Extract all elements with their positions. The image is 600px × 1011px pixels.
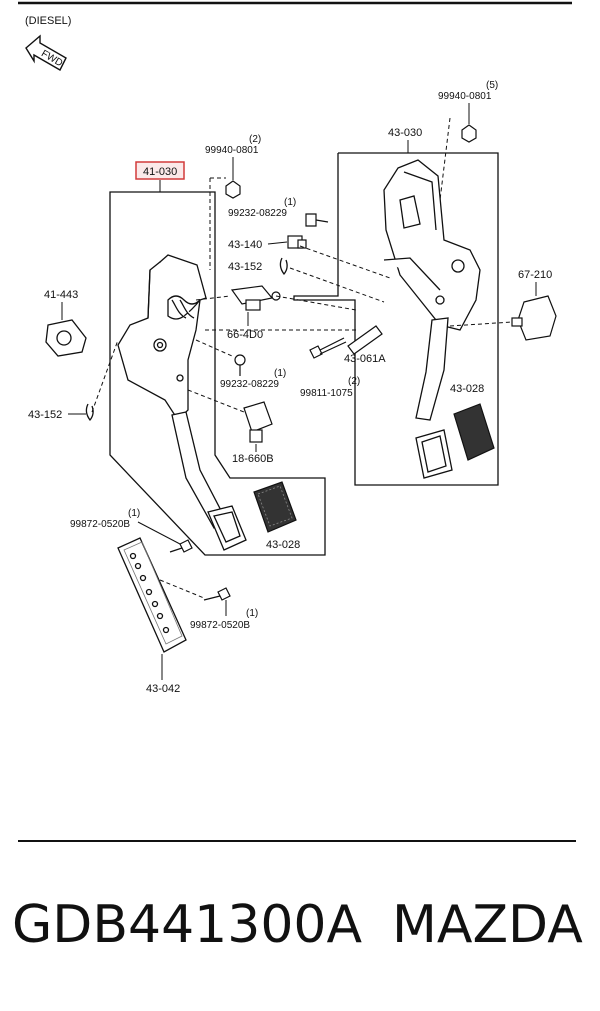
switch-18-660b — [243, 401, 273, 443]
qty-b1: (1) — [128, 508, 140, 519]
label-41-443: 41-443 — [44, 289, 78, 301]
brake-pedal-arm — [415, 317, 453, 479]
stopper-43-140 — [287, 235, 307, 249]
label-screw-top: 99232-08229 — [228, 208, 287, 219]
switch-67-210 — [511, 295, 557, 341]
footer-caption: GDB441300A MAZDA — [0, 895, 600, 975]
pedal-assembly-diagram: (DIESEL) FWD 41-030 41-443 43-152 — [18, 1, 576, 842]
screw-99232-08229-bottom — [234, 354, 246, 376]
bolt-99872-0520b-top — [169, 539, 193, 553]
label-b1: 99872-0520B — [70, 519, 130, 530]
brake-pedal-bracket — [383, 159, 481, 331]
label-screw-bottom: 99232-08229 — [220, 379, 279, 390]
cover-plate-41-443 — [45, 319, 87, 357]
qty-b2: (1) — [246, 608, 258, 619]
qty-screw-bottom: (1) — [274, 368, 286, 379]
clip-43-152-center — [279, 257, 288, 276]
label-66-4d0: 66-4D0 — [227, 329, 263, 341]
label-43-042: 43-042 — [146, 683, 180, 695]
label-41-030: 41-030 — [143, 166, 177, 178]
label-18-660b: 18-660B — [232, 453, 274, 465]
part-highlight-box — [135, 161, 185, 180]
label-43-061a: 43-061A — [344, 353, 386, 365]
part-number: GDB441300A — [12, 895, 363, 955]
brand-name: MAZDA — [392, 895, 583, 955]
label-43-152-left: 43-152 — [28, 409, 62, 421]
clutch-pedal-arm — [171, 411, 247, 551]
shaft-43-061a — [347, 325, 383, 355]
label-nut-left: 99940-0801 — [205, 145, 259, 156]
bolt-99872-0520b-bottom — [203, 587, 231, 601]
nut-99940-0801-left — [225, 180, 241, 199]
label-bolt: 99811-1075 — [300, 388, 353, 399]
qty-nut-right: (5) — [486, 80, 498, 91]
label-43-030: 43-030 — [388, 127, 422, 139]
switch-66-4d0 — [230, 285, 281, 311]
label-43-140: 43-140 — [228, 239, 262, 251]
nut-99940-0801-right — [461, 124, 477, 143]
clutch-pedal-bracket — [117, 254, 207, 422]
variant-label: (DIESEL) — [25, 15, 71, 27]
fwd-arrow-icon: FWD — [25, 34, 67, 71]
label-43-028-right: 43-028 — [450, 383, 484, 395]
label-nut-right: 99940-0801 — [438, 91, 492, 102]
label-67-210: 67-210 — [518, 269, 552, 281]
brake-pedal-pad — [453, 403, 495, 461]
screw-99232-08229-top — [305, 213, 329, 227]
label-43-152-center: 43-152 — [228, 261, 262, 273]
qty-bolt: (2) — [348, 376, 360, 387]
qty-nut-left: (2) — [249, 134, 261, 145]
accelerator-pedal — [117, 537, 187, 653]
label-b2: 99872-0520B — [190, 620, 250, 631]
right-assembly-outline — [293, 152, 499, 486]
clutch-pedal-pad — [253, 481, 297, 533]
left-assembly-outline — [109, 191, 326, 556]
bolt-99811-1075 — [309, 337, 347, 359]
label-43-028-left: 43-028 — [266, 539, 300, 551]
qty-screw-top: (1) — [284, 197, 296, 208]
svg-text:FWD: FWD — [39, 48, 64, 69]
